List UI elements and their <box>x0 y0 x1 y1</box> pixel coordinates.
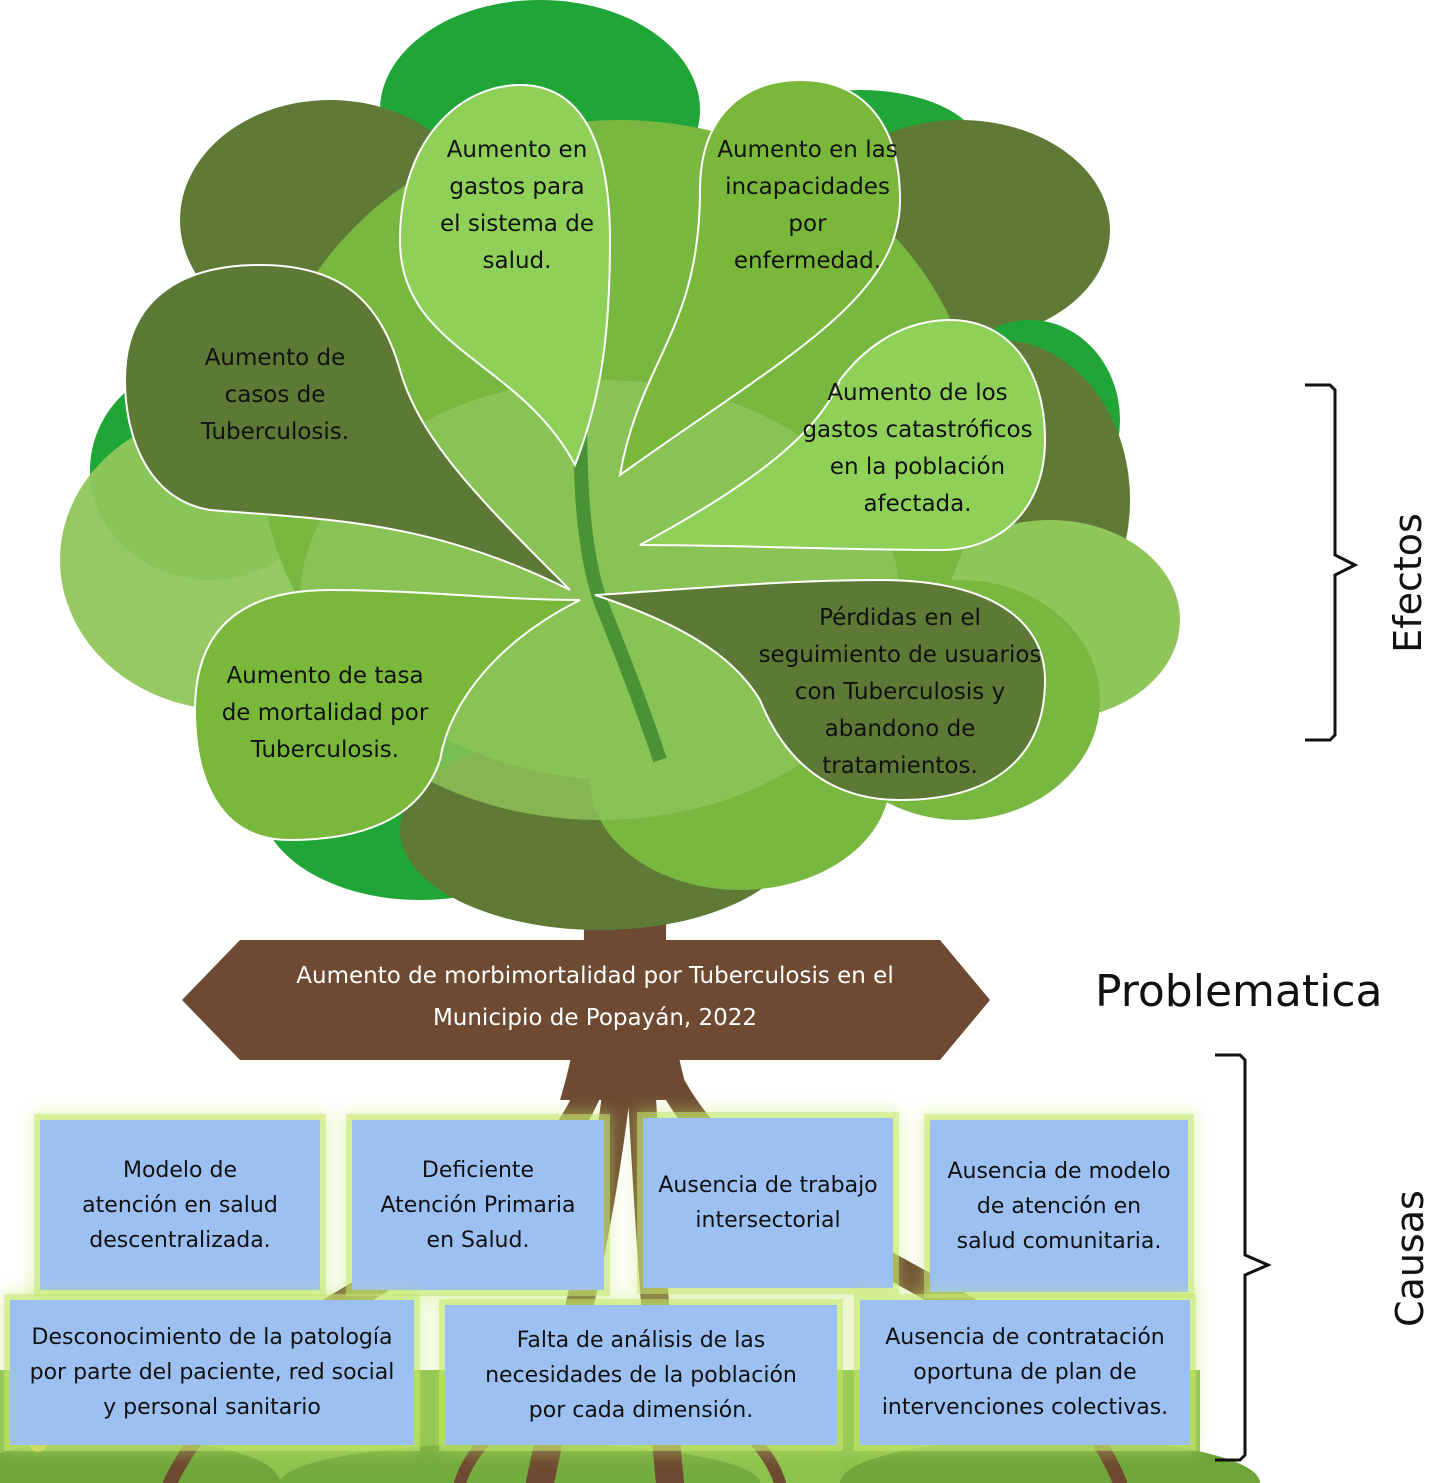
cause-contratacion-pic: Ausencia de contratación oportuna de pla… <box>860 1300 1190 1445</box>
cause-desconocimiento-patologia: Desconocimiento de la patología por part… <box>10 1300 414 1445</box>
effect-incapacidades: Aumento en las incapacidades por enferme… <box>717 137 898 274</box>
leaf-e2 <box>618 78 902 478</box>
cause-modelo-descentralizada: Modelo de atención en salud descentraliz… <box>40 1120 320 1290</box>
problem-banner <box>182 940 990 1060</box>
cause-deficiente-aps: Deficiente Atención Primaria en Salud. <box>352 1120 604 1290</box>
label-causas: Causas <box>1388 1190 1432 1327</box>
leaf-e1 <box>398 83 612 468</box>
cause-falta-analisis: Falta de análisis de las necesidades de … <box>445 1305 837 1445</box>
cause-modelo-comunitaria: Ausencia de modelo de atención en salud … <box>930 1120 1188 1292</box>
effect-casos-tuberculosis: Aumento de casos de Tuberculosis. <box>200 345 350 445</box>
effect-perdidas-seguimiento: Pérdidas en el seguimiento de usuarios c… <box>758 605 1042 779</box>
cause-trabajo-intersectorial: Ausencia de trabajo intersectorial <box>643 1118 893 1288</box>
effect-tasa-mortalidad: Aumento de tasa de mortalidad por Tuberc… <box>221 663 429 763</box>
tree-canopy <box>60 0 1180 930</box>
leaf-e4 <box>639 318 1047 552</box>
effect-gastos-catastroficos: Aumento de los gastos catastróficos en l… <box>802 380 1033 517</box>
effects-bracket <box>1305 383 1359 742</box>
label-problematica: Problematica <box>1095 966 1383 1017</box>
problem-text: Aumento de morbimortalidad por Tuberculo… <box>296 963 894 1031</box>
leaf-e6 <box>594 578 1047 802</box>
causes-bracket <box>1215 1053 1272 1462</box>
leaf-bubbles <box>123 78 1047 842</box>
leaf-e5 <box>193 588 581 842</box>
effect-gastos-sistema: Aumento en gastos para el sistema de sal… <box>440 137 594 274</box>
label-efectos: Efectos <box>1386 513 1430 653</box>
leaf-e3 <box>123 263 571 591</box>
